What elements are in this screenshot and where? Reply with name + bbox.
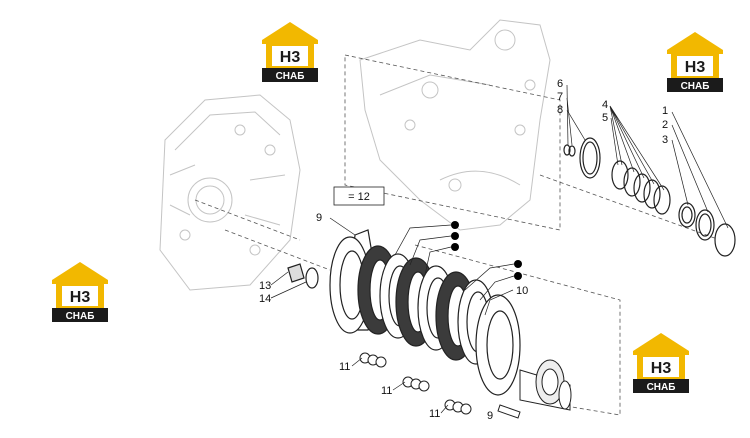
callout-13: 13 <box>259 280 271 292</box>
watermark-logo: H3 CHAБ <box>262 22 318 82</box>
logo-brand-bottom: CHAБ <box>681 81 710 92</box>
callout-8: 8 <box>557 104 563 116</box>
callout-3: 3 <box>662 134 668 146</box>
callout-9-b: 9 <box>487 410 493 422</box>
callout-labels: 6 7 8 4 5 1 2 3 9 10 13 14 11 11 11 9 <box>259 78 668 422</box>
legend-box: = 12 <box>333 186 385 206</box>
clutch-plate-pack <box>329 229 521 396</box>
watermark-logo: H3 CHAБ <box>667 32 723 92</box>
legend-text: = 12 <box>348 191 370 203</box>
callout-2: 2 <box>662 119 668 131</box>
logo-brand-bottom: CHAБ <box>276 71 305 82</box>
callout-5: 5 <box>602 112 608 124</box>
logo-brand-bottom: CHAБ <box>647 382 676 393</box>
callout-11-c: 11 <box>429 408 440 420</box>
callout-6: 6 <box>557 78 563 90</box>
bushing-and-ring <box>287 263 319 289</box>
callout-14: 14 <box>259 293 271 305</box>
leader-lines <box>270 84 729 414</box>
callout-9: 9 <box>316 212 322 224</box>
spring-sets <box>359 352 472 415</box>
callout-1: 1 <box>662 105 668 117</box>
logo-brand-bottom: CHAБ <box>66 311 95 322</box>
watermark-logo: H3 CHAБ <box>633 333 689 393</box>
ring-stack-upper <box>563 137 736 257</box>
splined-shaft <box>497 359 572 419</box>
callout-11-b: 11 <box>381 385 392 397</box>
callout-11-a: 11 <box>339 361 350 373</box>
gearbox-housing-top <box>359 19 551 231</box>
logo-brand-top: H3 <box>651 360 672 377</box>
callout-10: 10 <box>516 285 528 297</box>
callout-7: 7 <box>557 91 563 103</box>
callout-4: 4 <box>602 99 608 111</box>
logo-brand-top: H3 <box>280 49 301 66</box>
logo-brand-top: H3 <box>685 59 706 76</box>
watermark-logo: H3 CHAБ <box>52 262 108 322</box>
gearbox-housing-left <box>159 94 301 291</box>
logo-brand-top: H3 <box>70 289 91 306</box>
